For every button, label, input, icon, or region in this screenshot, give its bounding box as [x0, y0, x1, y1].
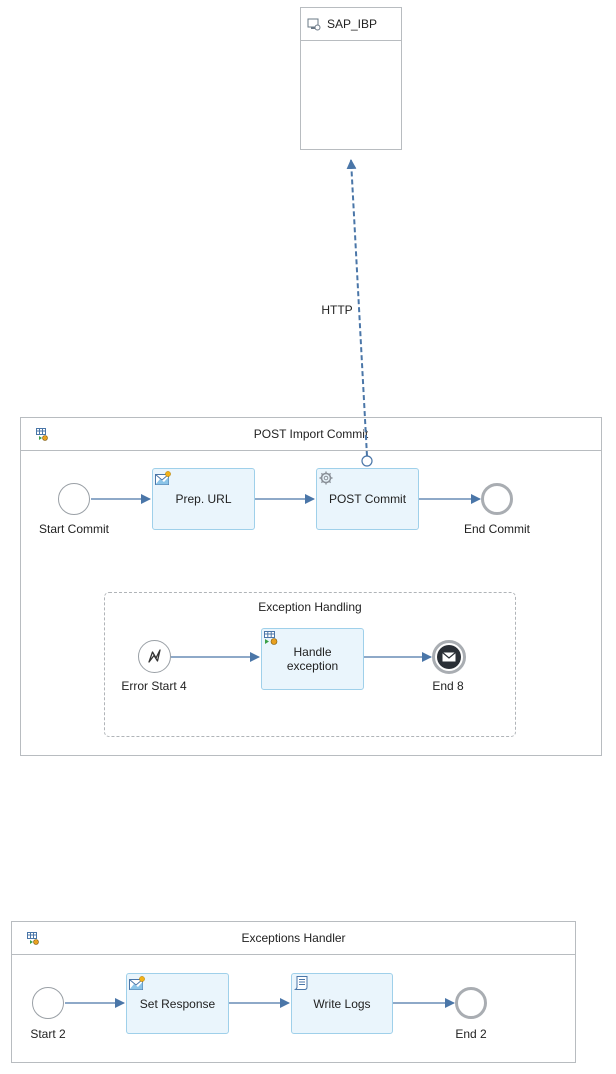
- content-modifier-icon: [155, 471, 171, 485]
- pool-post-import-commit[interactable]: POST Import Commit Exception Handling: [20, 417, 602, 756]
- content-modifier-icon: [129, 976, 145, 990]
- task-post-commit[interactable]: POST Commit: [316, 468, 419, 530]
- task-label: Set Response: [139, 996, 216, 1011]
- pool-header: Exceptions Handler: [12, 922, 575, 955]
- task-set-response[interactable]: Set Response: [126, 973, 229, 1034]
- end-event-end-2[interactable]: [455, 987, 487, 1019]
- task-label: Handle exception: [286, 645, 339, 673]
- task-handle-exception[interactable]: Handle exception: [261, 628, 364, 690]
- message-flow-http[interactable]: [346, 159, 368, 457]
- error-start-label: Error Start 4: [121, 679, 187, 693]
- end-event-label: End 2: [455, 1027, 487, 1041]
- task-label: POST Commit: [328, 492, 407, 506]
- message-end-event[interactable]: [432, 640, 466, 674]
- receiver-header: SAP_IBP: [301, 8, 401, 41]
- start-event-label: Start 2: [30, 1027, 66, 1041]
- receiver-sap-ibp[interactable]: SAP_IBP: [300, 7, 402, 150]
- integration-process-icon: [27, 932, 39, 945]
- subprocess-title: Exception Handling: [258, 600, 362, 614]
- subprocess-exception-handling[interactable]: Exception Handling: [104, 592, 516, 737]
- pool-header: POST Import Commit: [21, 418, 601, 451]
- start-event-label: Start Commit: [38, 522, 110, 536]
- error-icon: [148, 649, 161, 663]
- pool-title: Exceptions Handler: [241, 931, 346, 945]
- end-event-end-commit[interactable]: [481, 483, 513, 515]
- task-prep-url[interactable]: Prep. URL: [152, 468, 255, 530]
- script-icon: [294, 976, 308, 990]
- start-event-start-commit[interactable]: [58, 483, 90, 515]
- task-label: Write Logs: [313, 996, 371, 1011]
- start-event-start-2[interactable]: [32, 987, 64, 1019]
- end-event-label: End 8: [432, 679, 464, 693]
- receiver-system-icon: [307, 18, 321, 30]
- error-start-event[interactable]: [138, 640, 171, 673]
- message-end-icon: [437, 645, 461, 669]
- process-call-icon: [264, 631, 278, 645]
- task-write-logs[interactable]: Write Logs: [291, 973, 393, 1034]
- end-event-label: End Commit: [463, 522, 531, 536]
- request-reply-icon: [319, 471, 333, 485]
- task-label: Prep. URL: [175, 492, 232, 506]
- receiver-name: SAP_IBP: [327, 17, 378, 31]
- message-flow-label: HTTP: [321, 303, 353, 317]
- integration-process-icon: [36, 428, 48, 441]
- pool-title: POST Import Commit: [253, 427, 369, 441]
